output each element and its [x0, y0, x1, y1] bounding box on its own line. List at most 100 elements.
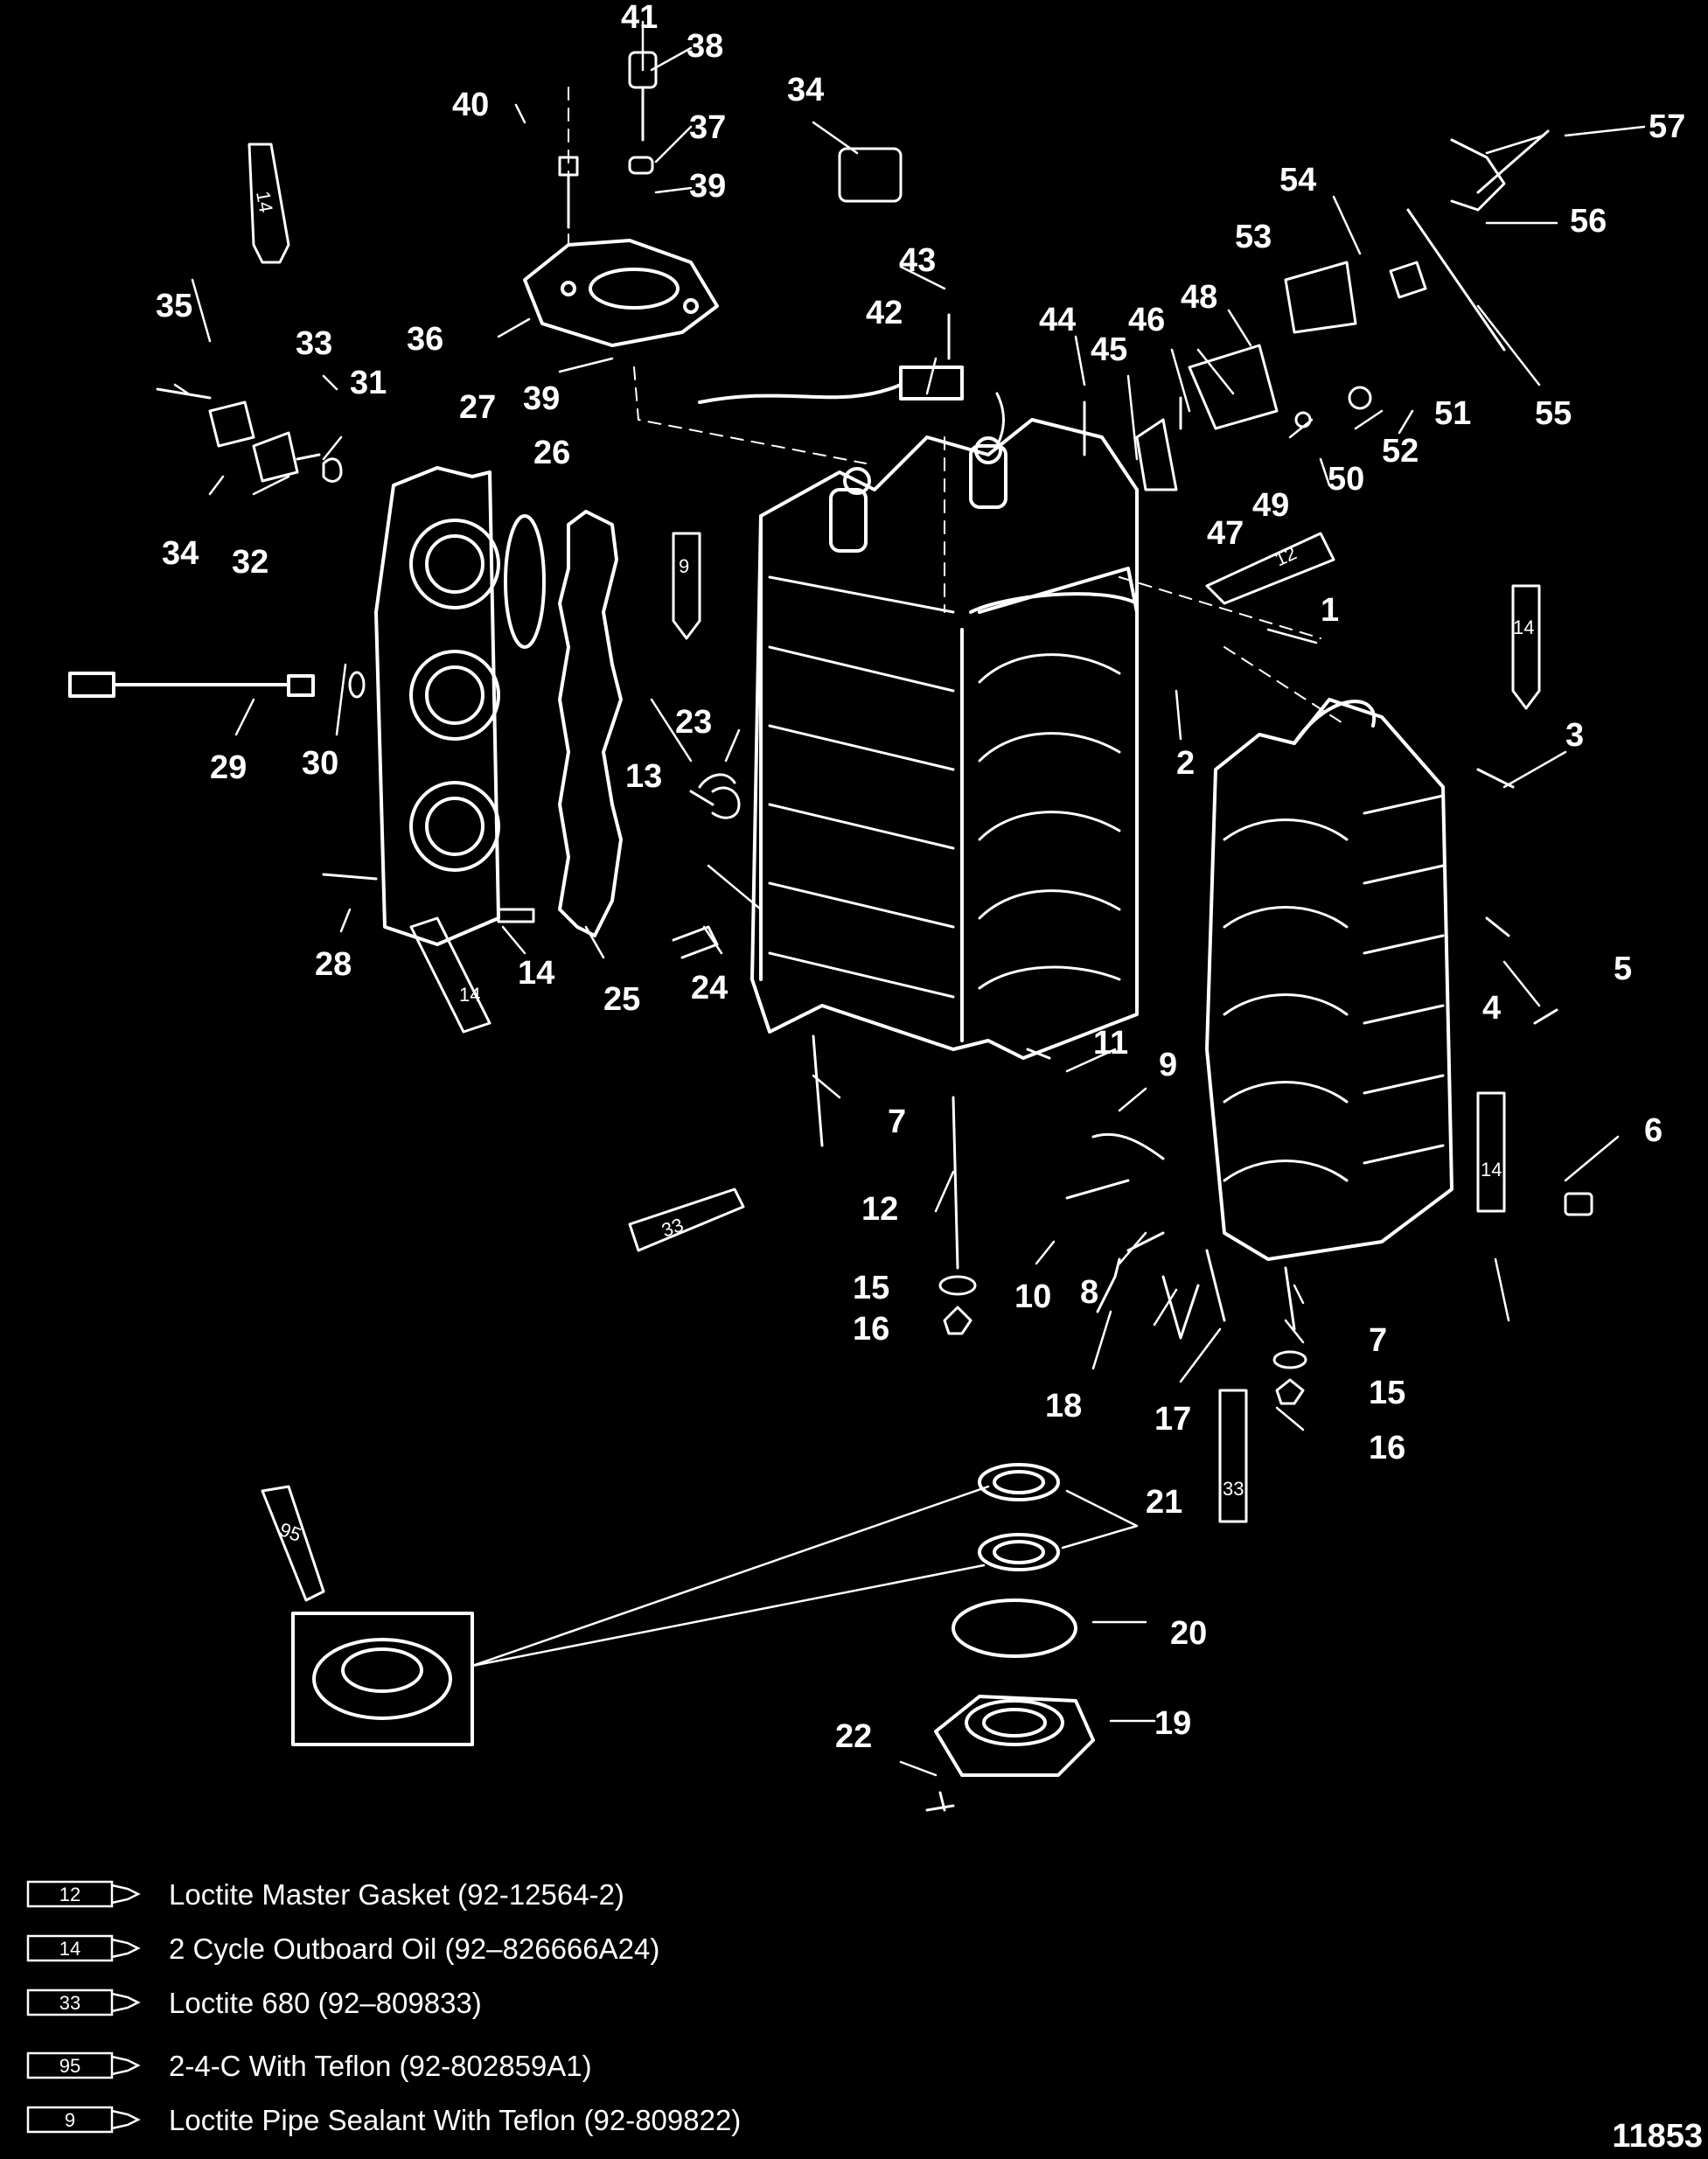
callout-35: 35 — [156, 288, 192, 324]
callout-group: 1 2 3 4 5 6 7 7 8 9 10 11 12 13 14 15 15… — [156, 0, 1685, 1755]
legend-text: Loctite 680 (92–809833) — [169, 1987, 482, 2019]
callout-17: 17 — [1154, 1401, 1191, 1438]
callout-56: 56 — [1570, 203, 1607, 240]
legend-row: 9 Loctite Pipe Sealant With Teflon (92-8… — [24, 2097, 986, 2144]
callout-39: 39 — [689, 168, 726, 205]
tube-icon: 12 — [26, 1880, 141, 1908]
small-parts — [156, 51, 1593, 1812]
callout-45: 45 — [1091, 331, 1127, 368]
legend-text: Loctite Pipe Sealant With Teflon (92-809… — [169, 2104, 742, 2136]
callout-20: 20 — [1170, 1615, 1207, 1652]
seal-detail-ring — [312, 1638, 452, 1720]
callout-47: 47 — [1207, 515, 1244, 552]
callout-14: 14 — [518, 955, 554, 992]
o-ring — [504, 514, 546, 649]
tube-marker: 14 — [252, 190, 277, 214]
figure-id: 11853 — [1612, 2118, 1703, 2155]
legend-code: 12 — [59, 1884, 80, 1905]
legend-code: 14 — [59, 1938, 80, 1960]
tube-icon: 33 — [26, 1988, 141, 2016]
callout-29: 29 — [210, 749, 247, 786]
callout-44: 44 — [1039, 302, 1076, 338]
callout-19: 19 — [1154, 1705, 1191, 1742]
callout-36: 36 — [407, 321, 443, 358]
callout-23: 23 — [675, 704, 712, 741]
callout-24: 24 — [691, 970, 728, 1006]
end-cap-o-ring — [952, 1598, 1077, 1658]
callout-28: 28 — [315, 946, 352, 983]
callout-3: 3 — [1565, 717, 1584, 754]
leader-lines — [173, 20, 1646, 1777]
callout-31: 31 — [350, 365, 387, 401]
tube-marker: 33 — [659, 1214, 687, 1242]
callout-11: 11 — [1093, 1025, 1128, 1062]
end-cap — [934, 1695, 1095, 1777]
harness — [698, 383, 903, 404]
seal-lower-inner — [993, 1540, 1045, 1564]
legend-row: 12 Loctite Master Gasket (92-12564-2) — [24, 1871, 986, 1919]
seal-lower — [978, 1533, 1060, 1571]
tube-marker: 9 — [679, 555, 689, 577]
callout-49: 49 — [1252, 487, 1289, 524]
callout-55: 55 — [1535, 395, 1572, 432]
callout-15: 15 — [1369, 1375, 1405, 1411]
tube-marker: 14 — [1513, 616, 1534, 638]
legend-text: Loctite Master Gasket (92-12564-2) — [169, 1878, 624, 1911]
legend-text: 2-4-C With Teflon (92-802859A1) — [169, 2050, 592, 2082]
harness-sensor — [899, 366, 964, 400]
callout-21: 21 — [1146, 1484, 1182, 1521]
callout-57: 57 — [1649, 108, 1685, 145]
callout-5: 5 — [1614, 951, 1632, 987]
callout-7: 7 — [888, 1104, 906, 1140]
callout-16: 16 — [853, 1311, 889, 1348]
crankcase-cover — [1205, 698, 1454, 1261]
callout-6: 6 — [1644, 1112, 1663, 1149]
tube-marker: 33 — [1223, 1478, 1244, 1500]
callout-34: 34 — [787, 72, 824, 108]
callout-43: 43 — [899, 242, 936, 279]
legend-code: 95 — [59, 2055, 80, 2077]
legend-code: 9 — [65, 2109, 75, 2131]
tube-icon: 9 — [26, 2106, 141, 2134]
callout-13: 13 — [625, 758, 662, 795]
seal-detail-ring-inner — [341, 1647, 423, 1693]
callout-41: 41 — [621, 0, 658, 36]
temperature-sensor — [68, 672, 315, 698]
seal-upper-inner — [993, 1470, 1045, 1494]
callout-32: 32 — [232, 544, 268, 581]
callout-12: 12 — [861, 1191, 898, 1228]
top-cover — [523, 239, 719, 347]
seal-detail-box — [291, 1612, 474, 1746]
callout-46: 46 — [1128, 302, 1165, 338]
legend-row: 14 2 Cycle Outboard Oil (92–826666A24) — [24, 1926, 986, 1973]
seal-upper — [978, 1463, 1060, 1501]
callout-18: 18 — [1045, 1388, 1082, 1424]
callout-51: 51 — [1434, 395, 1471, 432]
tube-icon: 95 — [26, 2051, 141, 2079]
callout-34: 34 — [162, 535, 199, 572]
tubes — [247, 143, 1541, 1602]
cylinder-block — [750, 418, 1139, 1060]
callout-7: 7 — [1369, 1322, 1387, 1359]
head-gasket — [558, 510, 623, 937]
callout-8: 8 — [1080, 1274, 1098, 1311]
callout-26: 26 — [533, 435, 570, 471]
callout-52: 52 — [1382, 433, 1419, 470]
callout-40: 40 — [452, 87, 489, 123]
callout-2: 2 — [1176, 745, 1195, 782]
callout-1: 1 — [1321, 592, 1339, 629]
tube-marker: 14 — [459, 984, 480, 1006]
callout-10: 10 — [1014, 1278, 1051, 1315]
sealant-legend: 12 Loctite Master Gasket (92-12564-2) 14… — [24, 1871, 986, 2151]
callout-53: 53 — [1235, 219, 1272, 255]
tube-marker: 14 — [1481, 1159, 1502, 1180]
cylinder-head — [374, 466, 500, 946]
tube-icon: 14 — [26, 1934, 141, 1962]
callout-54: 54 — [1279, 162, 1316, 198]
callout-4: 4 — [1482, 990, 1501, 1027]
callout-22: 22 — [835, 1718, 872, 1755]
callout-30: 30 — [302, 745, 338, 782]
callout-16: 16 — [1369, 1430, 1405, 1466]
legend-row: 95 2-4-C With Teflon (92-802859A1) — [24, 2043, 986, 2090]
callout-37: 37 — [689, 109, 726, 146]
